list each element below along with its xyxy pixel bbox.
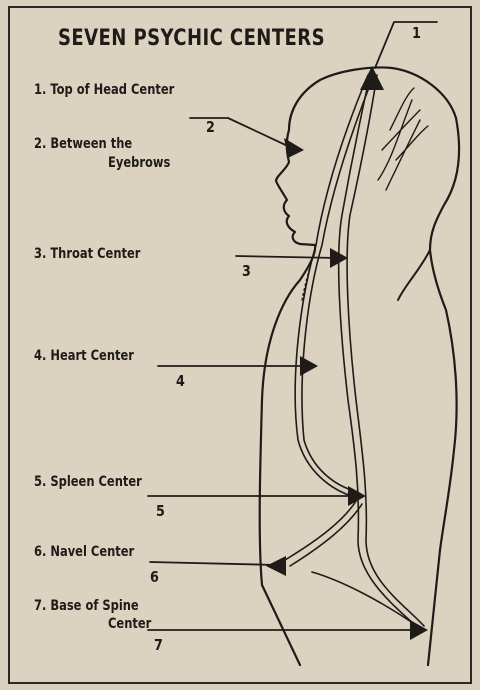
number-center-6: 6 xyxy=(150,568,159,586)
navel-channel xyxy=(285,498,358,560)
back-contour xyxy=(398,250,430,300)
number-center-3: 3 xyxy=(242,262,251,280)
number-center-1: 1 xyxy=(412,24,421,42)
navel-channel-b xyxy=(290,504,362,566)
label-center-7-line2: Center xyxy=(108,616,151,632)
label-center-2-line2: Eyebrows xyxy=(108,155,170,171)
label-center-4: 4. Heart Center xyxy=(34,348,134,364)
number-center-5: 5 xyxy=(156,502,165,520)
number-center-7: 7 xyxy=(154,636,163,654)
label-center-5: 5. Spleen Center xyxy=(34,474,142,490)
brain-nerves xyxy=(378,88,428,190)
label-center-2-line1: 2. Between the xyxy=(34,136,132,152)
arrowhead-7 xyxy=(410,620,428,640)
arrowhead-4 xyxy=(300,356,318,376)
arrowhead-6 xyxy=(266,556,286,576)
pointer-line-6 xyxy=(150,562,278,565)
lower-curve xyxy=(312,572,420,628)
label-center-1: 1. Top of Head Center xyxy=(34,82,174,98)
arrowhead-1 xyxy=(360,66,384,90)
pointer-line-3 xyxy=(236,256,338,258)
number-center-2: 2 xyxy=(206,118,215,136)
pointer-line-1 xyxy=(375,22,437,68)
label-center-7-line1: 7. Base of Spine xyxy=(34,598,139,614)
diagram-title: SEVEN PSYCHIC CENTERS xyxy=(58,26,325,51)
number-center-4: 4 xyxy=(176,372,185,390)
label-center-3: 3. Throat Center xyxy=(34,246,140,262)
label-center-6: 6. Navel Center xyxy=(34,544,134,560)
